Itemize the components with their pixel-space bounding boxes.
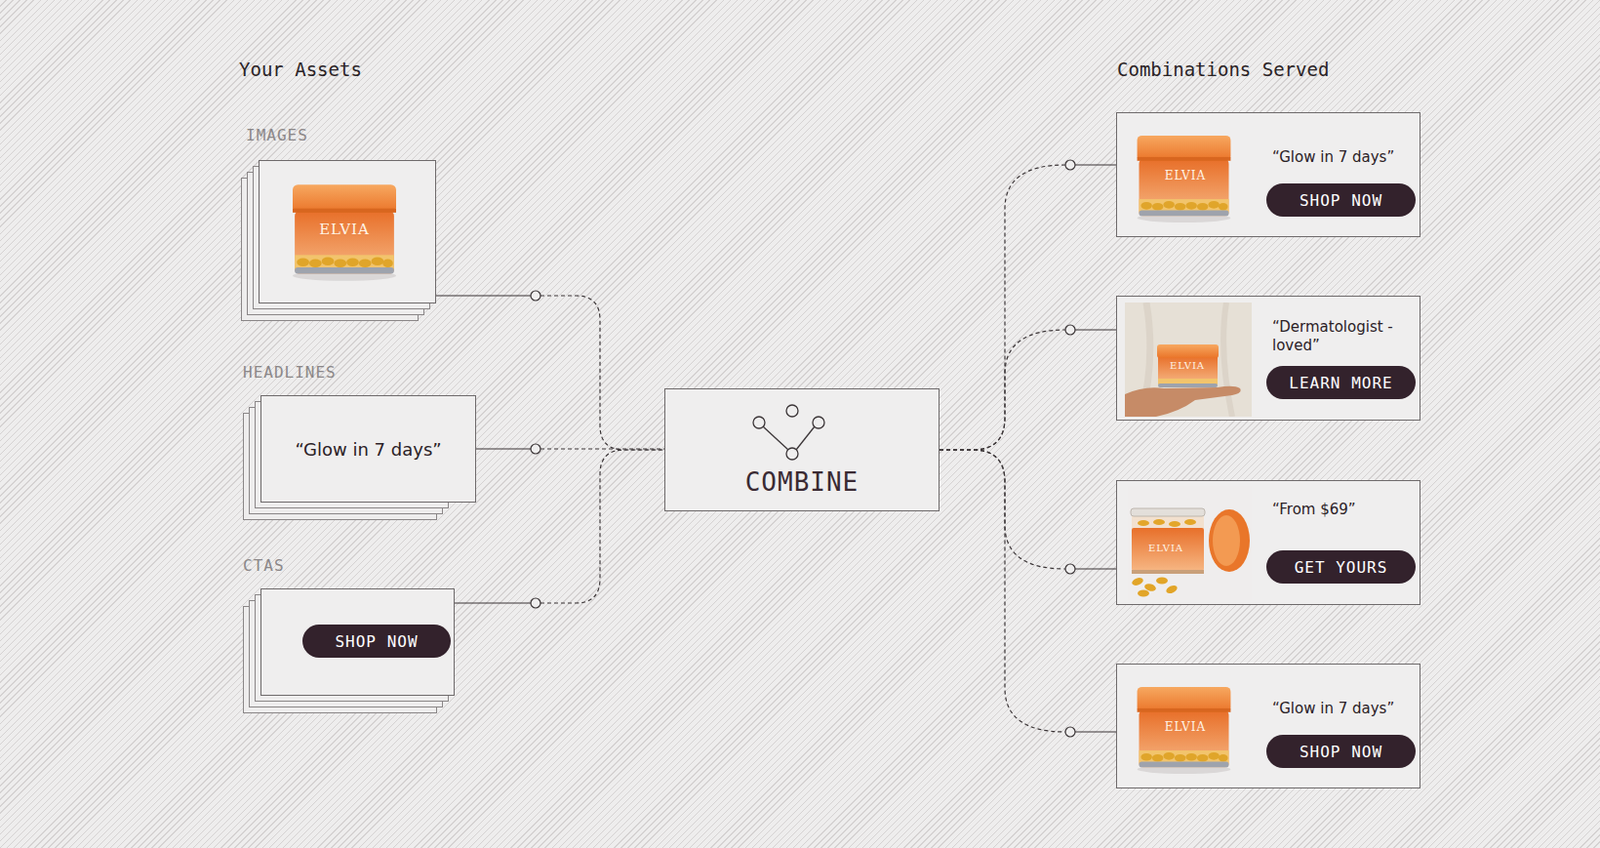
cta-asset-box: CTASSHOP NOW xyxy=(260,588,455,696)
cta-text: GET YOURS xyxy=(1266,550,1416,584)
connector-line xyxy=(1075,730,1117,732)
asset-heading: IMAGES xyxy=(245,125,309,145)
card-headline: “Glow in 7 days” xyxy=(1272,699,1414,719)
cta-pill: LEARN MORE xyxy=(1266,365,1416,400)
connector xyxy=(939,324,1117,450)
connector-line xyxy=(454,601,531,603)
column-title: Your Assets xyxy=(239,58,362,80)
brand-mark: ELVIA xyxy=(1169,360,1205,371)
connector-line xyxy=(1075,163,1117,165)
connector xyxy=(939,160,1117,450)
cta-pill: SHOP NOW xyxy=(302,624,451,658)
brand-mark: ELVIA xyxy=(1148,542,1184,554)
connector-line xyxy=(939,164,1066,450)
cta-pill: SHOP NOW xyxy=(1266,734,1416,768)
connector xyxy=(454,449,665,608)
cta-text: SHOP NOW xyxy=(302,624,451,658)
connector-line xyxy=(1075,567,1117,569)
ad-card: “Glow in 7 days” SHOP NOW ELVIA xyxy=(1116,663,1421,789)
connector-line xyxy=(476,447,531,449)
connector-node xyxy=(530,290,541,301)
connector xyxy=(939,449,1117,737)
connector-node xyxy=(1065,726,1076,737)
ad-card: “From $69” GET YOURS ELVIA xyxy=(1116,480,1421,605)
combine-box: COMBINE xyxy=(664,388,940,512)
open-jar-photo xyxy=(1127,485,1252,600)
card-headline: “Glow in 7 days” xyxy=(1272,148,1414,167)
cta-pill: SHOP NOW xyxy=(1266,183,1416,217)
asset-heading: CTAS xyxy=(242,556,285,575)
combine-text: COMBINE xyxy=(665,467,939,497)
image-asset-box: IMAGESELVIA xyxy=(258,160,437,304)
connector xyxy=(476,443,665,454)
headline-asset-box: HEADLINES“Glow in 7 days” xyxy=(260,395,477,503)
asset-heading: HEADLINES xyxy=(242,362,337,382)
connector-line xyxy=(540,295,665,450)
column-title: Combinations Served xyxy=(1117,58,1329,80)
connector-node xyxy=(1065,324,1076,335)
connector-node xyxy=(1065,563,1076,574)
brand-mark: ELVIA xyxy=(319,220,370,239)
connector xyxy=(939,449,1117,574)
cta-text: LEARN MORE xyxy=(1266,365,1416,400)
cta-text: SHOP NOW xyxy=(1266,734,1416,768)
connector-node xyxy=(530,598,541,608)
combine-icon xyxy=(665,389,920,468)
ad-card: “Dermatologist -loved” LEARN MORE ELVIA xyxy=(1116,295,1421,421)
connector-line xyxy=(1075,328,1117,330)
headline-text: “Glow in 7 days” xyxy=(261,396,476,502)
connector-line xyxy=(540,449,665,603)
card-headline: “Dermatologist -loved” xyxy=(1272,318,1414,356)
cta-text: SHOP NOW xyxy=(1266,183,1416,217)
connector-line xyxy=(939,329,1066,450)
connector-node xyxy=(1065,160,1076,170)
connector-line xyxy=(939,449,1066,732)
card-headline: “From $69” xyxy=(1272,500,1414,520)
ad-card: “Glow in 7 days” SHOP NOW ELVIA xyxy=(1116,112,1421,238)
connector-node xyxy=(530,443,541,454)
brand-mark: ELVIA xyxy=(1164,168,1206,183)
brand-mark: ELVIA xyxy=(1164,720,1206,734)
connector-line xyxy=(436,294,531,296)
cta-pill: GET YOURS xyxy=(1266,550,1416,584)
